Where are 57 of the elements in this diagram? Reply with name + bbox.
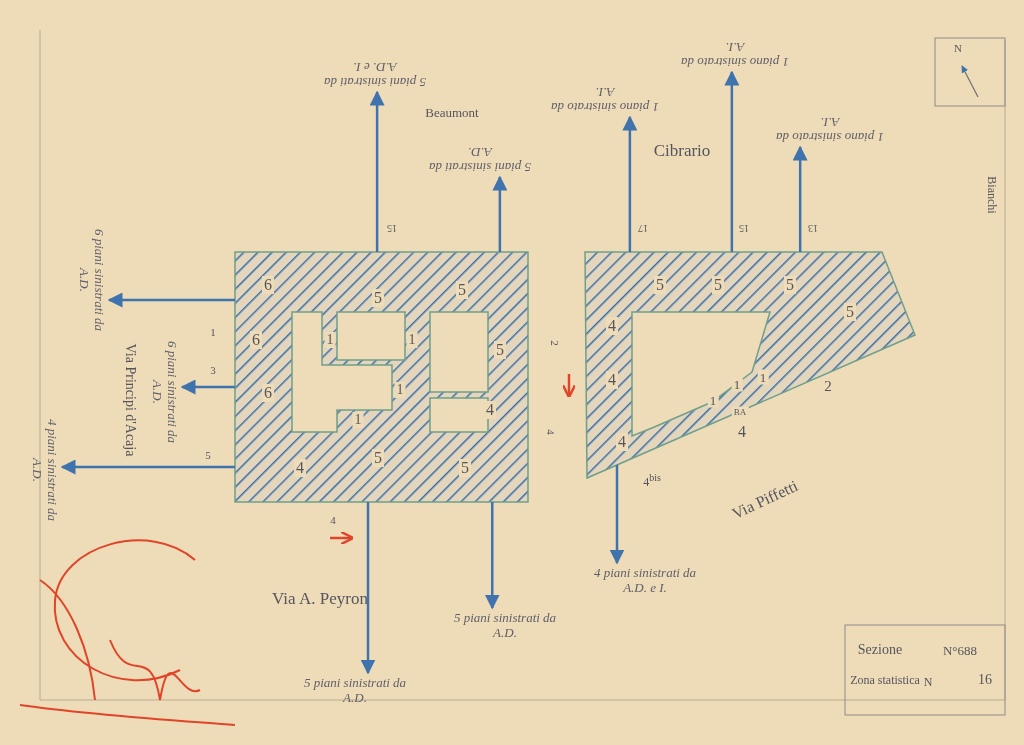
map-label: 5 [456,281,468,299]
arrow [360,502,376,675]
arrow [107,292,235,308]
arrow [60,459,235,475]
map-label: 5 [494,341,506,359]
arrow [492,175,508,252]
building-plan-drawing [234,251,529,503]
map-label: 4 [616,433,628,451]
handwritten-note: 6 piani sinistrati da A.D. [150,333,180,451]
map-label: 1 [394,382,406,398]
building-plan-drawing [584,251,916,480]
arrow [724,70,740,252]
map-label: 1 [406,332,418,348]
handwritten-note: 5 piani sinistrati da A.D. [446,610,564,640]
arrow [622,115,638,252]
map-label: 1 [757,369,769,385]
map-label: 4 [606,371,618,389]
map-label: Zona statistica [848,673,922,687]
map-label: 4$^{bis}$ [641,471,663,489]
map-label: 6 [262,384,274,402]
map-label: 13 [806,222,820,234]
map-label: 5 [654,276,666,294]
handwritten-note: 5 piani sinistrati da A.D. [296,675,414,705]
handwritten-note: 1 piano sinistrato da A.I. [676,40,794,70]
map-label: 4 [606,317,618,335]
map-label: 6 [250,331,262,349]
handwritten-note: 1 piano sinistrato da A.I. [771,115,889,145]
arrow [180,379,235,395]
map-label: 1 [324,332,336,348]
map-label: Bianchi [985,174,999,216]
map-label: 17 [636,222,650,234]
map-label: 5 [372,449,384,467]
map-label: 15 [737,222,751,234]
map-label: 5 [844,303,856,321]
handwritten-note: 6 piani sinistrati da A.D. [77,221,107,339]
map-label: 1 [731,376,743,392]
arrow [609,464,625,565]
handwritten-note: 4 piani sinistrati da A.D. e I. [586,565,704,595]
map-label: 1 [352,412,364,428]
map-label: 5 [784,276,796,294]
map-label: 5 [712,276,724,294]
map-label: 5 [372,289,384,307]
map-label: 4 [484,401,496,419]
arrow [484,502,500,610]
arrow [792,145,808,252]
map-label: 5 [459,459,471,477]
map-label: 4 [294,459,306,477]
handwritten-note: 5 piani sinistrati da A.D. [421,145,539,175]
map-label: 15 [385,222,399,234]
map-label: 6 [262,276,274,294]
arrow [369,90,385,252]
handwritten-note: 4 piani sinistrati da A.D. [30,411,60,529]
map-label: Via Principi d'Acaja [122,341,138,459]
map-label: BA [731,406,749,418]
map-label: N [921,675,935,689]
handwritten-note: 1 piano sinistrato da A.I. [546,85,664,115]
handwritten-note: 5 piani sinistrati da A.D. e I. [316,60,434,90]
